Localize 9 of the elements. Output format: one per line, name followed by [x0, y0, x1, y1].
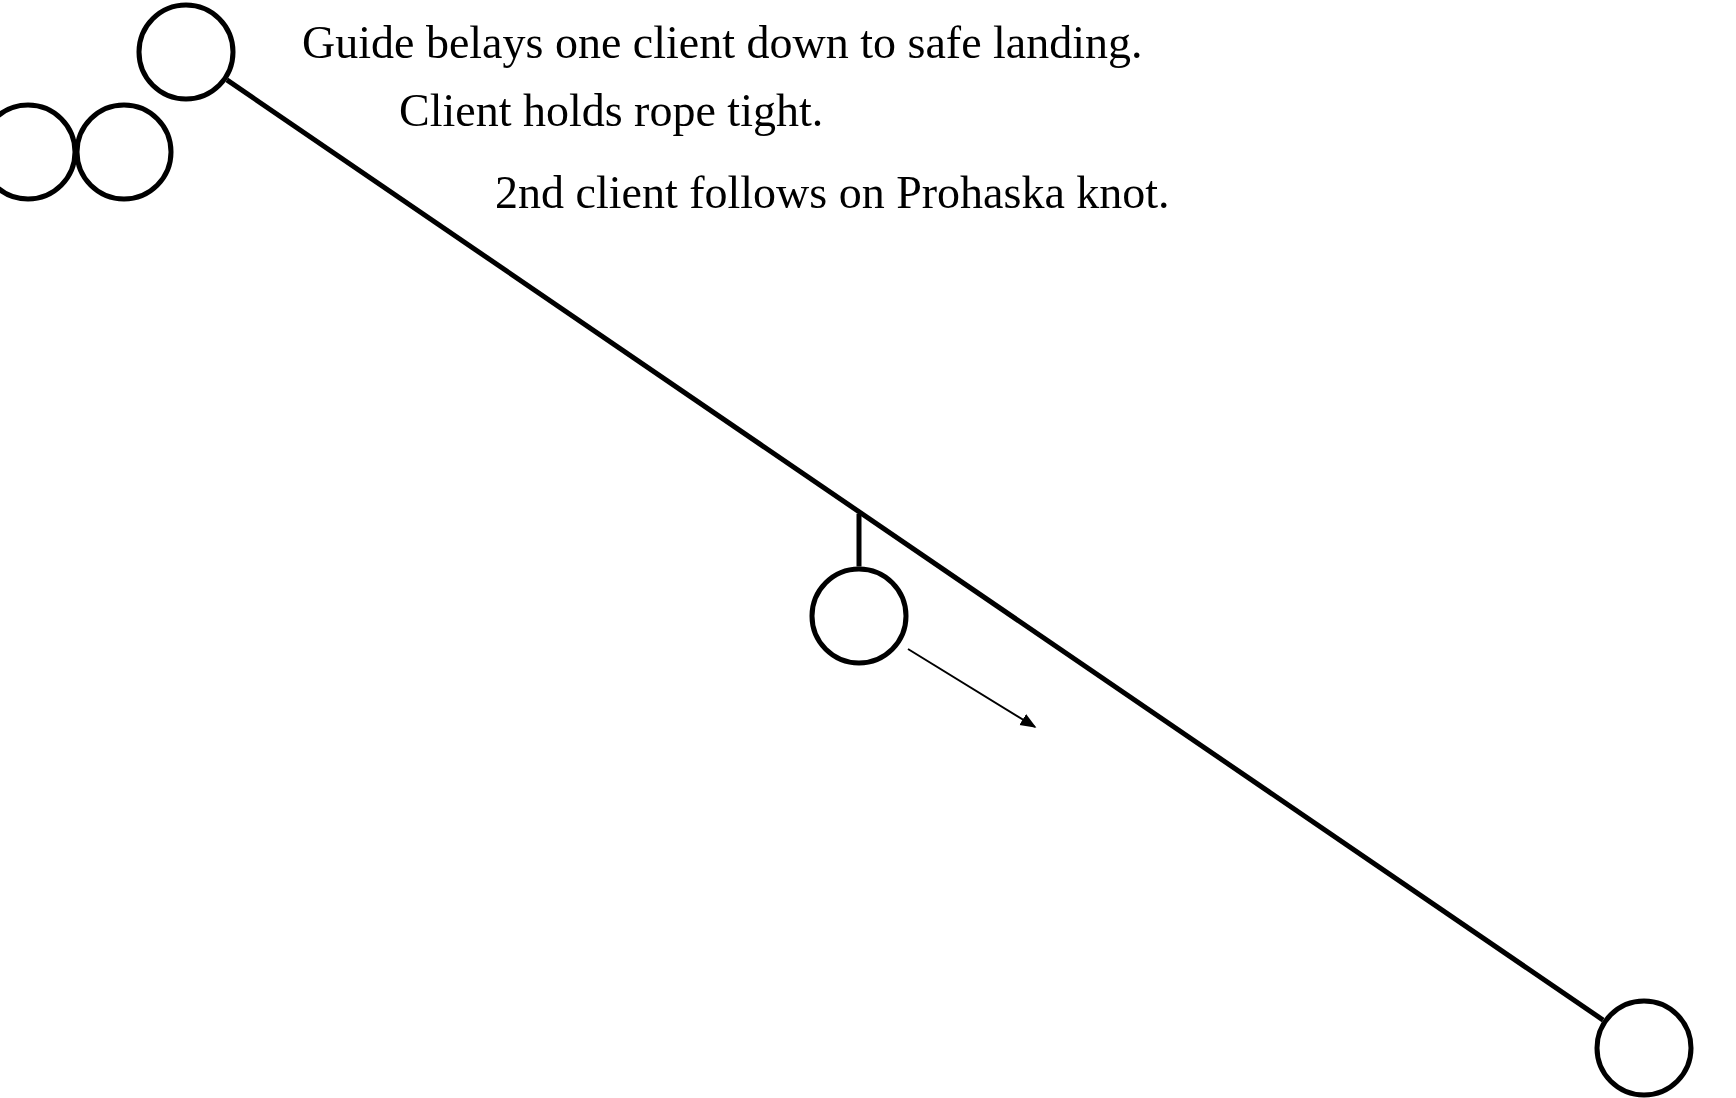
note-text: 2nd client follows on Prohaska knot. [495, 168, 1170, 219]
tether-line [856, 513, 862, 567]
note-text: Guide belays one client down to safe landing. [302, 18, 1143, 69]
note-text: Client holds rope tight. [399, 86, 824, 137]
circle-symbol [74, 102, 174, 202]
circle-symbol [1594, 998, 1694, 1098]
circle-symbol [136, 2, 236, 102]
rope-line [225, 77, 1605, 1023]
circle-symbol [809, 566, 909, 666]
